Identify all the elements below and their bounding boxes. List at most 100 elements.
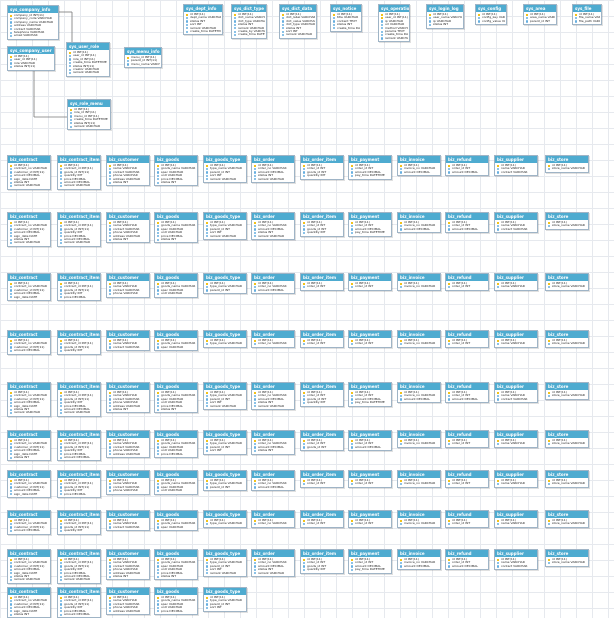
entity-table-header[interactable]: biz_contract_item: [58, 550, 100, 557]
entity-table-header[interactable]: biz_contract: [8, 383, 50, 390]
entity-table-header[interactable]: biz_contract: [8, 550, 50, 557]
entity-table-header[interactable]: biz_order_item: [301, 274, 343, 281]
entity-table-header[interactable]: biz_goods_type: [204, 331, 246, 338]
entity-table-header[interactable]: biz_invoice: [398, 511, 440, 518]
entity-table-header[interactable]: biz_refund: [446, 331, 488, 338]
entity-table-header[interactable]: biz_order_item: [301, 156, 343, 163]
entity-table-header[interactable]: biz_contract_item: [58, 431, 100, 438]
entity-table-header[interactable]: biz_goods_type: [204, 588, 246, 595]
entity-table-header[interactable]: biz_refund: [446, 471, 488, 478]
entity-table-header[interactable]: biz_contract_item: [58, 274, 100, 281]
entity-table-header[interactable]: biz_contract: [8, 431, 50, 438]
entity-table-header[interactable]: biz_order_item: [301, 331, 343, 338]
entity-table-header[interactable]: biz_goods: [155, 213, 197, 220]
entity-table-header[interactable]: biz_supplier: [495, 511, 537, 518]
entity-table-header[interactable]: biz_goods: [155, 383, 197, 390]
entity-table-header[interactable]: biz_order: [252, 156, 294, 163]
entity-table-header[interactable]: biz_contract_item: [58, 471, 100, 478]
entity-table-header[interactable]: biz_goods: [155, 274, 197, 281]
entity-table-header[interactable]: biz_goods_type: [204, 550, 246, 557]
entity-table-header[interactable]: biz_refund: [446, 550, 488, 557]
entity-table-header[interactable]: sys_company_user: [8, 47, 54, 54]
entity-table-header[interactable]: biz_supplier: [495, 156, 537, 163]
entity-table-header[interactable]: sys_area: [524, 5, 556, 12]
entity-table-header[interactable]: sys_user_role: [67, 43, 109, 50]
entity-table-header[interactable]: biz_goods: [155, 331, 197, 338]
entity-table-header[interactable]: biz_customer: [107, 511, 149, 518]
entity-table-header[interactable]: biz_customer: [107, 274, 149, 281]
entity-table-header[interactable]: biz_goods_type: [204, 213, 246, 220]
entity-table-header[interactable]: biz_invoice: [398, 550, 440, 557]
entity-table-header[interactable]: biz_customer: [107, 431, 149, 438]
entity-table-header[interactable]: biz_order_item: [301, 471, 343, 478]
entity-table-header[interactable]: biz_refund: [446, 511, 488, 518]
entity-table-header[interactable]: sys_operation_log: [379, 5, 409, 12]
entity-table-header[interactable]: biz_order_item: [301, 511, 343, 518]
entity-table-header[interactable]: biz_goods_type: [204, 156, 246, 163]
entity-table-header[interactable]: biz_order: [252, 511, 294, 518]
entity-table-header[interactable]: biz_order_item: [301, 431, 343, 438]
entity-table-header[interactable]: biz_customer: [107, 588, 149, 595]
entity-table-header[interactable]: biz_payment: [349, 331, 391, 338]
entity-table-header[interactable]: biz_goods: [155, 156, 197, 163]
entity-table-header[interactable]: biz_refund: [446, 213, 488, 220]
entity-table-header[interactable]: biz_payment: [349, 383, 391, 390]
entity-table-header[interactable]: biz_order: [252, 274, 294, 281]
entity-table-header[interactable]: biz_contract: [8, 274, 50, 281]
entity-table-header[interactable]: biz_invoice: [398, 213, 440, 220]
entity-table-header[interactable]: biz_payment: [349, 550, 391, 557]
entity-table-header[interactable]: biz_store: [546, 213, 588, 220]
entity-table-header[interactable]: biz_contract: [8, 213, 50, 220]
entity-table-header[interactable]: biz_goods_type: [204, 471, 246, 478]
entity-table-header[interactable]: biz_store: [546, 511, 588, 518]
entity-table-header[interactable]: biz_payment: [349, 471, 391, 478]
entity-table-header[interactable]: biz_supplier: [495, 274, 537, 281]
entity-table-header[interactable]: biz_contract_item: [58, 511, 100, 518]
